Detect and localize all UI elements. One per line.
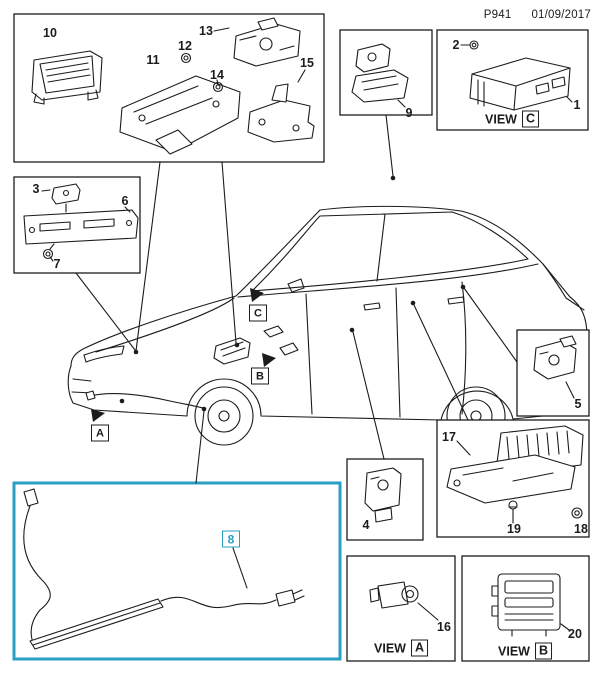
item-1-module-sketch xyxy=(469,57,571,111)
view-b-letter: B xyxy=(534,642,552,660)
part-label-14: 14 xyxy=(210,67,224,82)
part-label-2: 2 xyxy=(452,37,460,52)
view-b-caption: VIEW B xyxy=(498,642,552,660)
item-10-module-sketch xyxy=(31,50,103,105)
arrow-view-a xyxy=(91,409,105,422)
part-label-6: 6 xyxy=(121,193,129,208)
item-13-module-sketch xyxy=(233,17,301,67)
item-3-6-7-bracket-sketch xyxy=(23,183,139,260)
item-20-module-sketch xyxy=(491,573,561,637)
part-label-11: 11 xyxy=(146,52,160,67)
item-8-cable-sketch xyxy=(23,488,305,650)
car-illustration xyxy=(67,205,588,446)
item-17-module-sketch xyxy=(446,425,584,524)
part-label-9: 9 xyxy=(405,105,413,120)
part-label-17: 17 xyxy=(442,429,456,444)
item-4-sensor-sketch xyxy=(364,467,402,523)
view-c-letter: C xyxy=(521,110,539,128)
callout-box-view-a xyxy=(346,555,456,662)
part-label-12: 12 xyxy=(178,38,192,53)
part-label-1: 1 xyxy=(573,97,581,112)
part-label-20: 20 xyxy=(568,626,582,641)
part-label-7: 7 xyxy=(53,256,61,271)
item-5-sensor-sketch xyxy=(533,335,577,380)
part-label-8: 8 xyxy=(222,530,240,548)
view-a-caption: VIEW A xyxy=(374,639,428,657)
item-15-bracket-sketch xyxy=(247,83,315,143)
drawing-code: P941 xyxy=(483,9,512,21)
item-2-nut-sketch xyxy=(469,40,479,50)
part-label-4: 4 xyxy=(362,517,370,532)
part-label-16: 16 xyxy=(437,619,451,634)
item-9-sensor-sketch xyxy=(351,43,409,103)
part-label-15: 15 xyxy=(300,55,314,70)
arrow-view-b xyxy=(262,353,276,367)
part-label-19: 19 xyxy=(507,521,521,536)
view-a-word: VIEW xyxy=(374,641,406,655)
bumper-sensor-hose xyxy=(85,390,204,409)
view-a-letter: A xyxy=(410,639,428,657)
leader-dots xyxy=(119,175,466,412)
mounted-sensor-cluster xyxy=(213,325,299,365)
item-18-nut-sketch xyxy=(571,507,583,519)
drawing-date: 01/09/2017 xyxy=(531,9,591,21)
item-19-bolt-sketch xyxy=(508,500,518,524)
arrow-view-c xyxy=(250,288,264,302)
view-c-word: VIEW xyxy=(485,112,517,126)
view-b-word: VIEW xyxy=(498,644,530,658)
part-label-10: 10 xyxy=(43,25,57,40)
part-label-5: 5 xyxy=(574,396,582,411)
drawing-header: P941 01/09/2017 xyxy=(484,9,591,21)
item-12-nut-sketch xyxy=(180,52,192,64)
item-16-sensor-sketch xyxy=(369,581,419,609)
leader-lines xyxy=(75,114,518,484)
car-marker-b: B xyxy=(251,367,269,385)
part-label-13: 13 xyxy=(199,23,213,38)
part-label-3: 3 xyxy=(32,181,40,196)
item-11-bracket-sketch xyxy=(119,75,241,155)
label-leader-lines xyxy=(41,27,575,631)
car-marker-c: C xyxy=(249,304,267,322)
view-c-caption: VIEW C xyxy=(485,110,539,128)
car-marker-a: A xyxy=(91,424,109,442)
view-direction-arrows xyxy=(91,288,276,422)
part-label-18: 18 xyxy=(574,521,588,536)
